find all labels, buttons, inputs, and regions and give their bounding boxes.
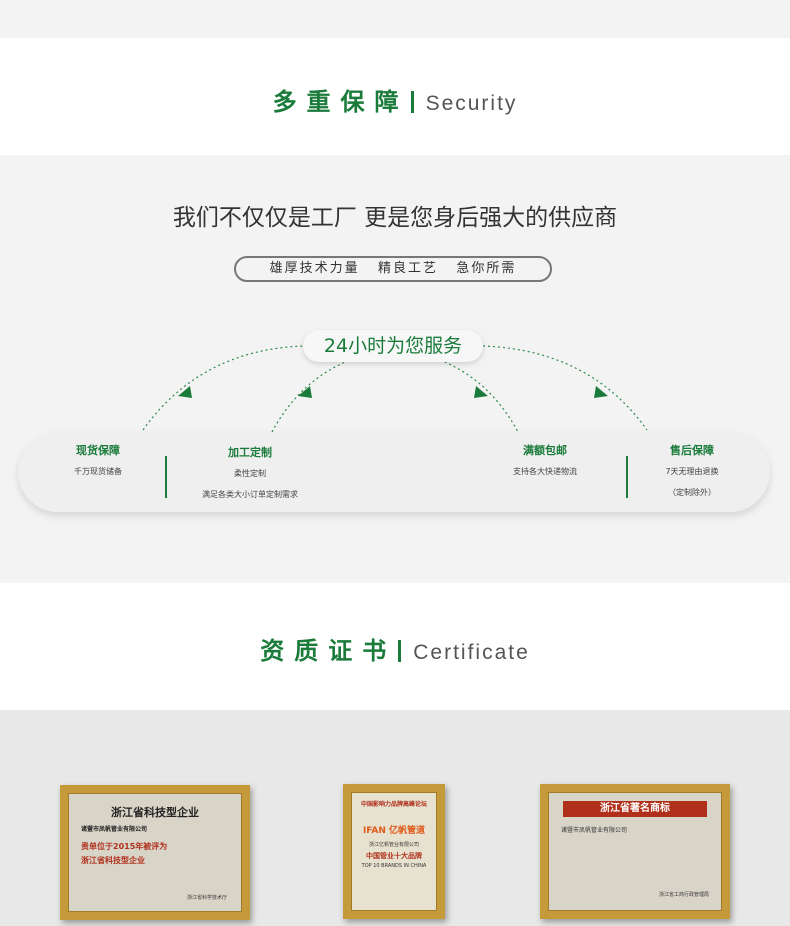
item-aftersale-title: 售后保障 xyxy=(670,444,714,457)
cert-company: 诸暨市凤帆管业有限公司 xyxy=(561,827,628,834)
arrow-icon-2 xyxy=(298,386,312,398)
item-stock-desc: 千万现货储备 xyxy=(74,467,122,476)
item-custom-desc-1: 柔性定制 xyxy=(234,469,266,478)
security-section: 多重保障 Security xyxy=(0,38,790,155)
service-bubble: 24小时为您服务 xyxy=(303,330,483,362)
cert-logo: IFAN 亿帆管道 xyxy=(362,826,426,836)
service-arcs xyxy=(142,345,648,433)
security-heading: 多重保障 Security xyxy=(0,82,790,117)
cert-title: 中国影响力品牌高峰论坛 xyxy=(360,801,427,808)
arrow-icon-1 xyxy=(178,386,192,398)
security-title-cn: 多重保障 xyxy=(272,88,409,116)
feature-pill: 雄厚技术力量 精良工艺 急你所需 xyxy=(234,256,552,282)
item-aftersale-desc-2: （定制除外） xyxy=(668,488,716,497)
cert-company: 诸暨市凤帆管业有限公司 xyxy=(81,826,148,833)
arc-right-outer xyxy=(482,345,648,431)
item-shipping-title: 满额包邮 xyxy=(523,444,567,457)
title-divider xyxy=(410,91,414,113)
cert-famous-trademark: 浙江省著名商标 诸暨市凤帆管业有限公司 浙江省工商行政管理局 xyxy=(540,784,730,919)
arc-right-inner xyxy=(439,359,519,433)
cert-highlight-2: 浙江省科技型企业 xyxy=(81,856,145,865)
item-custom-title: 加工定制 xyxy=(228,446,272,459)
top-band xyxy=(0,0,790,38)
item-custom-desc-2: 满足各类大小订单定制需求 xyxy=(202,490,298,499)
cert-award-en: TOP 10 BRANDS IN CHINA xyxy=(361,863,427,869)
service-bar xyxy=(18,432,770,512)
cert-highlight: 贵单位于2015年被评为 浙江省科技型企业 xyxy=(81,840,167,868)
feature-2: 精良工艺 xyxy=(377,261,438,276)
certificate-section: 资质证书 Certificate xyxy=(0,583,790,710)
certificate-heading: 资质证书 Certificate xyxy=(0,631,790,666)
arrow-icon-3 xyxy=(474,386,488,398)
certificate-title-cn: 资质证书 xyxy=(260,637,397,665)
item-custom: 加工定制 柔性定制 满足各类大小订单定制需求 xyxy=(185,444,315,500)
item-aftersale: 售后保障 7天无理由退换 （定制除外） xyxy=(652,442,732,498)
cert-top10-brand: 中国影响力品牌高峰论坛 IFAN 亿帆管道 浙江亿帆管业有限公司 中国管业十大品… xyxy=(343,784,445,919)
cert-highlight-1: 贵单位于2015年被评为 xyxy=(81,842,168,851)
item-aftersale-desc-1: 7天无理由退换 xyxy=(665,467,719,476)
item-stock: 现货保障 千万现货储备 xyxy=(58,442,138,477)
cert-issuer: 浙江省科学技术厅 xyxy=(186,895,227,901)
cert-plate: 浙江省科技型企业 诸暨市凤帆管业有限公司 贵单位于2015年被评为 浙江省科技型… xyxy=(68,793,242,912)
divider-left xyxy=(165,456,167,498)
cert-tech-enterprise: 浙江省科技型企业 诸暨市凤帆管业有限公司 贵单位于2015年被评为 浙江省科技型… xyxy=(60,785,250,920)
title-divider xyxy=(398,640,402,662)
cert-title: 浙江省著名商标 xyxy=(563,801,707,817)
item-stock-title: 现货保障 xyxy=(76,444,120,457)
feature-1: 雄厚技术力量 xyxy=(269,261,360,276)
item-shipping: 满额包邮 支持各大快递物流 xyxy=(500,442,590,477)
cert-issuer: 浙江省工商行政管理局 xyxy=(658,892,709,898)
cert-title: 浙江省科技型企业 xyxy=(111,806,199,819)
certificate-title-en: Certificate xyxy=(413,641,530,664)
feature-3: 急你所需 xyxy=(456,261,517,276)
cert-sub: 浙江亿帆管业有限公司 xyxy=(368,842,419,848)
security-title-en: Security xyxy=(425,92,518,115)
supplier-tagline: 我们不仅仅是工厂 更是您身后强大的供应商 xyxy=(172,205,618,231)
cert-award: 中国管业十大品牌 xyxy=(366,852,422,860)
arrow-icon-4 xyxy=(594,386,608,398)
arc-left-inner xyxy=(271,359,351,433)
arc-left-outer xyxy=(142,345,304,431)
divider-right xyxy=(626,456,628,498)
item-shipping-desc: 支持各大快递物流 xyxy=(513,467,577,476)
cert-plate: 浙江省著名商标 诸暨市凤帆管业有限公司 浙江省工商行政管理局 xyxy=(548,792,722,911)
cert-plate: 中国影响力品牌高峰论坛 IFAN 亿帆管道 浙江亿帆管业有限公司 中国管业十大品… xyxy=(351,792,437,911)
